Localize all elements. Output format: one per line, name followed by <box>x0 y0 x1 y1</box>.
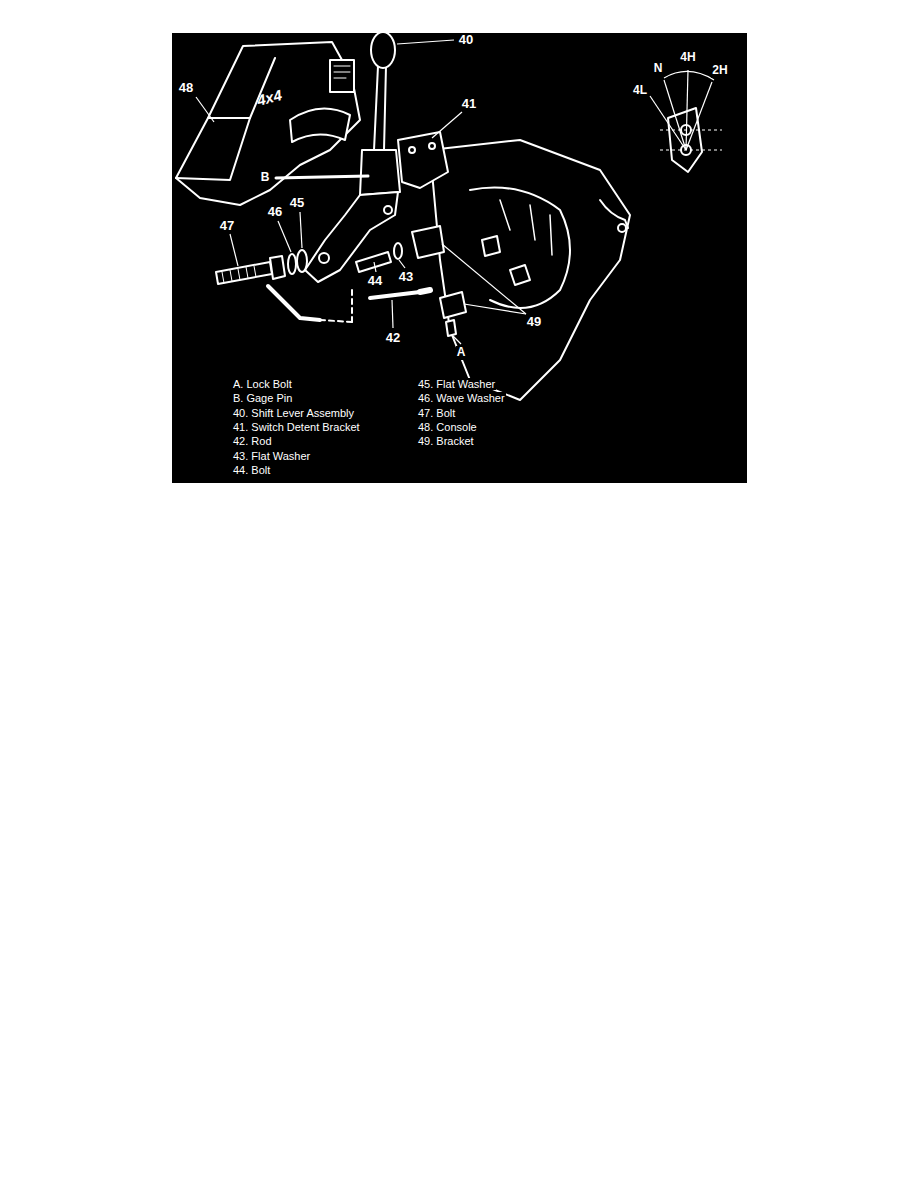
legend-entry: 40. Shift Lever Assembly <box>232 407 355 419</box>
legend-entry: 41. Switch Detent Bracket <box>232 421 361 433</box>
legend-entry: 44. Bolt <box>232 464 271 476</box>
gage-pin <box>276 176 368 178</box>
position-arc <box>664 71 714 80</box>
position-label: 2H <box>711 64 728 77</box>
callout-number: 42 <box>385 331 401 345</box>
leader-line <box>399 260 405 268</box>
position-label: B <box>260 171 271 184</box>
leader-line <box>278 221 291 252</box>
console-decal <box>330 60 354 92</box>
legend-entry: 42. Rod <box>232 435 273 447</box>
flat-washer <box>297 250 307 272</box>
callout-number: 40 <box>458 33 474 47</box>
console <box>176 42 360 205</box>
position-line <box>650 96 686 150</box>
bolt-shank <box>216 262 272 284</box>
wave-washer <box>288 254 296 274</box>
case-boss <box>510 265 530 285</box>
legend-entry: 46. Wave Washer <box>417 392 506 404</box>
callout-number: 49 <box>526 315 542 329</box>
rod <box>268 286 320 320</box>
leader-line <box>300 212 302 248</box>
lever-knob <box>371 32 395 68</box>
position-line <box>660 130 722 150</box>
callout-number: 46 <box>267 205 283 219</box>
callout-number: 43 <box>398 270 414 284</box>
bolt-thread <box>222 266 256 283</box>
decal-lines <box>334 66 350 78</box>
leader-line <box>442 244 526 314</box>
case-boss <box>482 236 500 256</box>
position-line <box>686 82 712 150</box>
bracket-hole <box>409 147 415 153</box>
callout-number: 48 <box>178 81 194 95</box>
case-contour <box>470 188 570 309</box>
legend-entry: 48. Console <box>417 421 478 433</box>
lever-plate <box>305 192 398 282</box>
switch-detent-bracket <box>398 132 448 188</box>
lever-base <box>360 150 400 195</box>
legend-entry: 43. Flat Washer <box>232 450 311 462</box>
connector-plug <box>618 224 626 232</box>
leader-line <box>196 97 214 122</box>
inset-plate <box>668 108 702 172</box>
case-ribs <box>500 200 552 255</box>
bolt <box>356 252 391 272</box>
legend-entry: 49. Bracket <box>417 435 475 447</box>
leader-line <box>374 262 376 272</box>
callout-number: 47 <box>219 219 235 233</box>
bolt-head <box>270 256 285 279</box>
legend-entry: 47. Bolt <box>417 407 456 419</box>
legend-entry: 45. Flat Washer <box>417 378 496 390</box>
panel-ground <box>172 33 747 483</box>
plate-hole <box>319 253 329 263</box>
leader-line <box>464 304 526 314</box>
position-label: 4L <box>632 84 648 97</box>
console-opening <box>290 109 350 142</box>
transfer-case <box>430 140 630 400</box>
rod-end <box>420 290 430 292</box>
lever-shaft <box>374 66 386 150</box>
position-line <box>664 80 686 150</box>
leader-line <box>453 336 461 344</box>
leader-line <box>397 40 454 44</box>
leader-line <box>392 300 393 328</box>
console-edge <box>208 58 275 118</box>
flat-washer <box>394 243 402 259</box>
callout-number: 45 <box>289 196 305 210</box>
position-line <box>686 70 688 150</box>
callout-number: 41 <box>461 97 477 111</box>
rod-hidden <box>320 320 352 322</box>
lock-bolt <box>446 320 456 336</box>
position-label: 4H <box>679 51 696 64</box>
callout-number: 44 <box>367 274 383 288</box>
position-label: A <box>456 346 467 359</box>
shift-arm <box>440 292 466 318</box>
plate-hole <box>384 206 392 214</box>
leader-line <box>230 234 238 266</box>
legend-entry: B. Gage Pin <box>232 392 293 404</box>
console-edge <box>176 118 250 180</box>
legend-entry: A. Lock Bolt <box>232 378 293 390</box>
position-label: N <box>653 62 664 75</box>
bracket-hole <box>429 143 435 149</box>
bracket <box>412 226 444 258</box>
rod-hidden <box>351 290 353 322</box>
leader-line <box>432 112 462 138</box>
rod <box>370 292 420 298</box>
